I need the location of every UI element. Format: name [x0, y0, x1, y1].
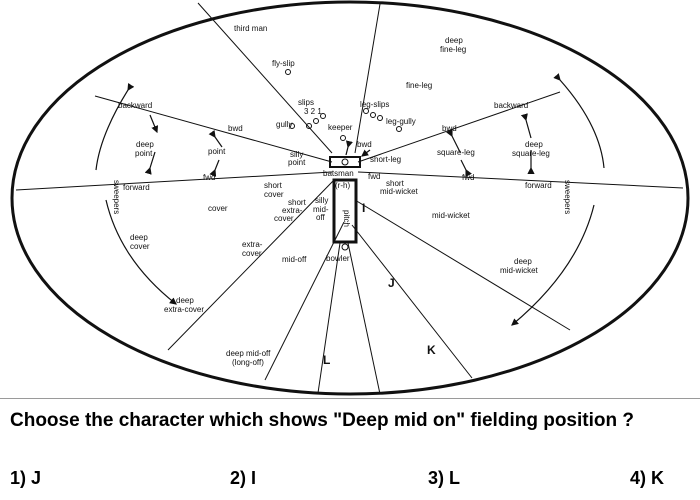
- label-mid-wicket: mid-wicket: [432, 211, 471, 220]
- label-mid-off: mid-off: [282, 255, 307, 264]
- label-fwd-leg: fwd: [368, 172, 380, 181]
- cricket-field-diagram: third man fly-slip slips 3 2 1 gully kee…: [10, 0, 690, 396]
- option-1[interactable]: 1) J: [10, 468, 42, 488]
- label-batsman: batsman: [323, 169, 354, 178]
- question-text: Choose the character which shows "Deep m…: [10, 410, 634, 431]
- label-deep-mid-off-1: deep mid-off: [226, 349, 271, 358]
- label-slip-numbers: 3 2 1: [304, 107, 322, 116]
- label-bwd-point: bwd: [228, 124, 243, 133]
- label-short-extra-cover-3: cover: [274, 214, 294, 223]
- label-keeper: keeper: [328, 123, 353, 132]
- label-short-mid-wicket-1: short: [386, 179, 405, 188]
- label-sweepers-left: sweepers: [112, 180, 121, 214]
- label-square-leg: square-leg: [437, 148, 475, 157]
- label-short-extra-cover-1: short: [288, 198, 307, 207]
- label-deep-square-leg-1: deep: [525, 140, 543, 149]
- label-gully: gully: [276, 120, 292, 129]
- option-2[interactable]: 2) I: [230, 468, 257, 488]
- label-rh: (r-h): [335, 181, 350, 190]
- label-fwd-square: fwd: [462, 173, 474, 182]
- label-deep-cover-2: cover: [130, 242, 150, 251]
- label-deep-mid-wicket-2: mid-wicket: [500, 266, 539, 275]
- label-backward-left: backward: [118, 101, 152, 110]
- label-silly-point-2: point: [288, 158, 306, 167]
- label-slips: slips: [298, 98, 314, 107]
- label-forward-left: forward: [123, 183, 150, 192]
- label-point: point: [208, 147, 226, 156]
- label-short-cover-2: cover: [264, 190, 284, 199]
- label-silly-mid-off-3: off: [316, 213, 326, 222]
- option-3[interactable]: 3) L: [428, 468, 461, 488]
- label-deep-point-2: point: [135, 149, 153, 158]
- label-bwd-square: bwd: [442, 124, 457, 133]
- option-4[interactable]: 4) K: [630, 468, 665, 488]
- field-boundary: [10, 0, 690, 396]
- label-deep-extra-cover-2: extra-cover: [164, 305, 204, 314]
- label-leg-slips: leg-slips: [360, 100, 389, 109]
- batsman-box: [329, 156, 361, 168]
- label-short-extra-cover-2: extra-: [282, 206, 303, 215]
- label-deep-fine-leg-1: deep: [445, 36, 463, 45]
- label-leg-gully: leg-gully: [386, 117, 416, 126]
- divider: [0, 398, 700, 399]
- label-short-mid-wicket-2: mid-wicket: [380, 187, 419, 196]
- label-bwd-leg: bwd: [357, 140, 372, 149]
- marker-l: L: [323, 353, 330, 367]
- label-deep-extra-cover-1: deep: [176, 296, 194, 305]
- label-backward-right: backward: [494, 101, 528, 110]
- label-silly-mid-off-2: mid-: [313, 205, 329, 214]
- pitch-strip: [332, 178, 358, 244]
- label-deep-mid-wicket-1: deep: [514, 257, 532, 266]
- label-silly-point-1: silly: [290, 150, 303, 159]
- label-fwd-point: fwd: [203, 173, 215, 182]
- label-deep-cover-1: deep: [130, 233, 148, 242]
- marker-i: I: [362, 201, 365, 215]
- label-short-leg: short-leg: [370, 155, 401, 164]
- marker-j: J: [388, 276, 395, 290]
- label-deep-fine-leg-2: fine-leg: [440, 45, 466, 54]
- label-extra-cover-2: cover: [242, 249, 262, 258]
- label-pitch: pitch: [342, 210, 351, 227]
- label-fly-slip: fly-slip: [272, 59, 295, 68]
- direction-arrows: [95, 73, 605, 326]
- label-cover: cover: [208, 204, 228, 213]
- label-forward-right: forward: [525, 181, 552, 190]
- marker-k: K: [427, 343, 436, 357]
- label-short-cover-1: short: [264, 181, 283, 190]
- label-silly-mid-off-1: silly: [315, 196, 328, 205]
- label-extra-cover-1: extra-: [242, 240, 263, 249]
- label-third-man: third man: [234, 24, 267, 33]
- label-bowler: bowler: [326, 254, 350, 263]
- label-deep-point-1: deep: [136, 140, 154, 149]
- fielder-markers: [285, 69, 402, 251]
- label-deep-square-leg-2: square-leg: [512, 149, 550, 158]
- label-deep-mid-off-2: (long-off): [232, 358, 264, 367]
- label-fine-leg: fine-leg: [406, 81, 432, 90]
- sector-lines: [15, 2, 684, 395]
- label-sweepers-right: sweepers: [563, 180, 572, 214]
